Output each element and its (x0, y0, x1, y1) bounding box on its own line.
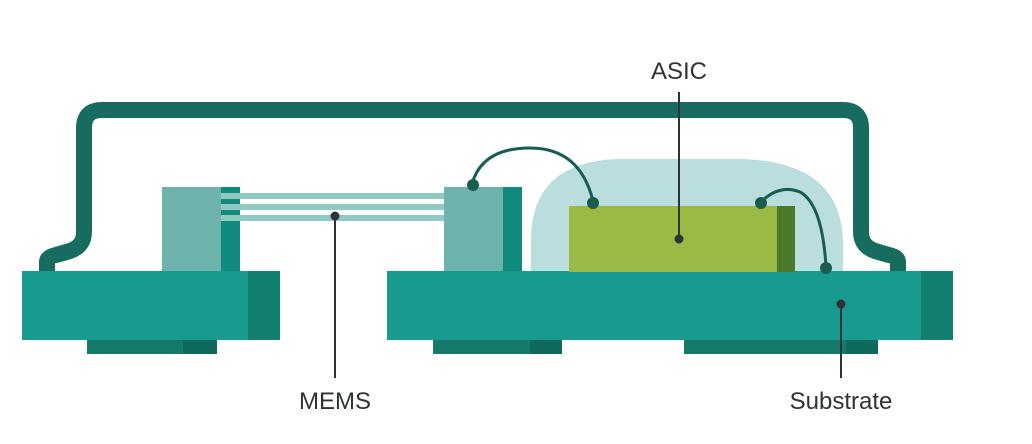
bottom-pad-right (684, 338, 878, 354)
bottom-pad-middle (433, 338, 562, 354)
asic-die-side (777, 206, 795, 272)
substrate-right-side (921, 271, 953, 340)
mems-support-right (444, 187, 503, 271)
asic-leader-dot (674, 234, 684, 244)
bottom-pad-right-shade (846, 338, 878, 354)
mems-leader-dot (330, 211, 340, 221)
bottom-pad-middle-shade (530, 338, 562, 354)
mems-support-right-accent (503, 187, 522, 271)
bond-wire-asic-to-substrate (760, 188, 828, 267)
bond-pad-mems (467, 179, 479, 191)
mems-membrane-2 (221, 204, 444, 210)
substrate-label: Substrate (790, 388, 893, 415)
asic-die (569, 206, 777, 272)
substrate-left-side (248, 271, 280, 340)
package-lid (39, 102, 906, 271)
bond-pad-asic-right (755, 197, 767, 209)
mems-support-left (162, 187, 221, 271)
mems-support-left-accent (221, 187, 240, 271)
bond-pad-substrate (820, 262, 832, 274)
mems-label: MEMS (299, 388, 371, 415)
bond-wire-mems-to-asic (470, 146, 595, 202)
bond-pad-asic-left (587, 197, 599, 209)
asic-label: ASIC (651, 58, 707, 85)
mems-membrane-1 (221, 193, 444, 199)
bottom-pad-left-shade (183, 338, 217, 354)
substrate-leader-dot (836, 299, 846, 309)
substrate-right (387, 271, 953, 340)
substrate-left (22, 271, 280, 340)
